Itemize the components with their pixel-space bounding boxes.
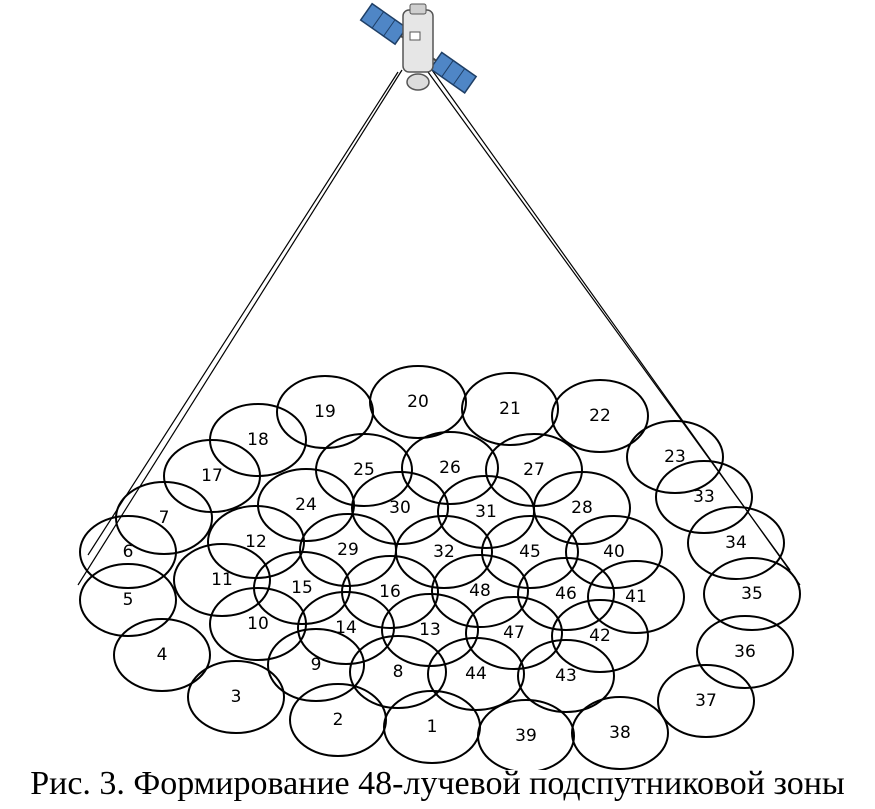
beam-label-5: 5 (123, 590, 134, 610)
beam-label-23: 23 (664, 447, 686, 467)
beam-label-26: 26 (439, 458, 461, 478)
beam-circle-21 (461, 372, 559, 446)
beam-circle-31 (437, 475, 535, 549)
beam-label-16: 16 (379, 582, 401, 602)
beam-label-14: 14 (335, 618, 357, 638)
beam-circle-16 (341, 555, 439, 629)
beam-circle-2 (289, 683, 387, 757)
beam-label-8: 8 (393, 662, 404, 682)
beam-circle-3 (187, 660, 285, 734)
beam-circle-34 (687, 506, 785, 580)
beam-label-48: 48 (469, 581, 491, 601)
beam-label-17: 17 (201, 466, 223, 486)
beam-circle-11 (173, 543, 271, 617)
beam-label-36: 36 (734, 642, 756, 662)
beam-label-15: 15 (291, 578, 313, 598)
beam-label-31: 31 (475, 502, 497, 522)
beam-circle-23 (626, 420, 724, 494)
beam-label-7: 7 (159, 508, 170, 528)
beam-circle-18 (209, 403, 307, 477)
beam-label-18: 18 (247, 430, 269, 450)
beam-circle-48 (431, 554, 529, 628)
beam-label-39: 39 (515, 726, 537, 746)
beam-circle-45 (481, 515, 579, 589)
beam-circle-22 (551, 379, 649, 453)
beam-label-13: 13 (419, 620, 441, 640)
beam-label-28: 28 (571, 498, 593, 518)
beam-circle-5 (79, 563, 177, 637)
beam-circle-8 (349, 635, 447, 709)
beam-label-33: 33 (693, 487, 715, 507)
beam-circle-43 (517, 639, 615, 713)
figure-caption: Рис. 3. Формирование 48-лучевой подспутн… (30, 765, 845, 802)
beam-circle-38 (571, 696, 669, 770)
beam-circle-32 (395, 515, 493, 589)
beam-circle-46 (517, 557, 615, 631)
beam-circle-47 (465, 596, 563, 670)
beam-cone-lines (77, 69, 801, 586)
beam-label-38: 38 (609, 723, 631, 743)
beam-label-43: 43 (555, 666, 577, 686)
beam-circle-9 (267, 628, 365, 702)
beam-label-12: 12 (245, 532, 267, 552)
beam-label-11: 11 (211, 570, 233, 590)
beam-circle-36 (696, 615, 794, 689)
beam-label-1: 1 (427, 717, 438, 737)
beam-label-25: 25 (353, 460, 375, 480)
beam-label-10: 10 (247, 614, 269, 634)
beam-label-9: 9 (311, 655, 322, 675)
beam-circle-41 (587, 560, 685, 634)
beam-circle-26 (401, 431, 499, 505)
beam-circle-20 (369, 365, 467, 439)
beam-circle-42 (551, 599, 649, 673)
beam-label-2: 2 (333, 710, 344, 730)
beam-label-41: 41 (625, 587, 647, 607)
cone-line-left-2 (87, 71, 399, 556)
beam-label-42: 42 (589, 626, 611, 646)
beam-label-20: 20 (407, 392, 429, 412)
beam-label-29: 29 (337, 540, 359, 560)
beam-label-44: 44 (465, 664, 487, 684)
beam-label-34: 34 (725, 533, 747, 553)
beam-label-35: 35 (741, 584, 763, 604)
beam-circle-30 (351, 471, 449, 545)
beam-label-47: 47 (503, 623, 525, 643)
beam-circle-4 (113, 618, 211, 692)
beam-label-3: 3 (231, 687, 242, 707)
beam-label-22: 22 (589, 406, 611, 426)
satellite-icon (359, 2, 478, 94)
beam-label-24: 24 (295, 495, 317, 515)
beam-circle-35 (703, 557, 801, 631)
cone-line-left-1 (77, 69, 403, 586)
beam-circle-15 (253, 551, 351, 625)
cone-line-right-2 (427, 71, 791, 571)
beam-label-32: 32 (433, 542, 455, 562)
beam-label-21: 21 (499, 399, 521, 419)
beam-label-40: 40 (603, 542, 625, 562)
beam-circle-25 (315, 433, 413, 507)
beam-circle-39 (477, 699, 575, 770)
beam-label-37: 37 (695, 691, 717, 711)
beam-label-19: 19 (314, 402, 336, 422)
beam-circle-33 (655, 460, 753, 534)
beam-circle-44 (427, 637, 525, 711)
beam-circle-37 (657, 664, 755, 738)
beam-label-27: 27 (523, 460, 545, 480)
beam-label-46: 46 (555, 584, 577, 604)
beam-label-45: 45 (519, 542, 541, 562)
beam-label-4: 4 (157, 645, 168, 665)
beam-label-30: 30 (389, 498, 411, 518)
beam-label-6: 6 (123, 542, 134, 562)
